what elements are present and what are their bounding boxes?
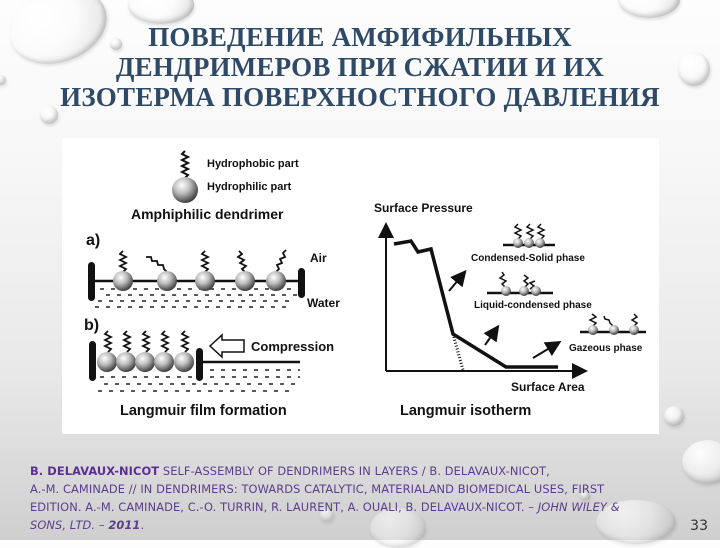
langmuir-figure: Hydrophobic part Hydrophilic part Amphip… xyxy=(62,138,659,434)
left-barrier xyxy=(88,262,95,301)
condensed-solid-icon xyxy=(503,223,555,248)
citation-publisher-cont: SONS, LTD xyxy=(30,518,92,532)
title-line-2: ДЕНДРИМЕРОВ ПРИ СЖАТИИ И ИХ xyxy=(115,52,605,82)
water-drop-decoration xyxy=(618,0,680,18)
citation-author: B. DELAVAUX-NICOT xyxy=(30,464,160,478)
air-label: Air xyxy=(310,251,327,265)
water-label: Water xyxy=(307,296,340,310)
citation-end: . xyxy=(140,518,145,532)
water-drop-decoration xyxy=(0,75,6,85)
citation-line-3: EDITION. A.-M. CAMINADE, C.-O. TURRIN, R… xyxy=(30,498,710,516)
liquid-condensed-icon xyxy=(487,271,553,296)
panel-a-trough xyxy=(88,249,305,308)
compression-arrow-icon xyxy=(208,333,245,359)
hydrophobic-label: Hydrophobic part xyxy=(207,158,299,170)
citation-line-3-text: EDITION. A.-M. CAMINADE, C.-O. TURRIN, R… xyxy=(30,500,538,514)
langmuir-film-caption: Langmuir film formation xyxy=(120,403,287,419)
gas-phase-arrow-icon xyxy=(532,340,562,359)
moving-barrier xyxy=(196,348,203,381)
citation-line-2: A.-M. CAMINADE // IN DENDRIMERS: TOWARDS… xyxy=(30,482,605,496)
figure-diagram: Hydrophobic part Hydrophilic part Amphip… xyxy=(84,150,646,419)
citation-publisher: JOHN WILEY & xyxy=(537,500,620,514)
x-axis-label: Surface Area xyxy=(511,380,585,394)
citation-line-1-text: SELF-ASSEMBLY OF DENDRIMERS IN LAYERS / … xyxy=(159,464,550,478)
right-barrier xyxy=(298,268,305,298)
water-drop-decoration xyxy=(320,508,334,522)
gazeous-icon xyxy=(580,313,646,335)
citation-year: 2011 xyxy=(108,518,141,532)
y-axis-label: Surface Pressure xyxy=(374,201,473,215)
water-drop-decoration xyxy=(110,38,122,50)
hydrophilic-label: Hydrophilic part xyxy=(207,181,292,193)
liquid-phase-arrow-icon xyxy=(483,324,500,346)
condensed-solid-label: Condensed-Solid phase xyxy=(471,253,585,264)
isotherm-axes xyxy=(378,222,588,379)
page-number: 33 xyxy=(690,518,708,534)
amphiphilic-dendrimer-caption: Amphiphilic dendrimer xyxy=(131,206,284,222)
citation-line-1: B. DELAVAUX-NICOT SELF-ASSEMBLY OF DENDR… xyxy=(30,462,710,480)
citation-line-4: SONS, LTD. – 2011. xyxy=(30,516,710,534)
langmuir-isotherm-caption: Langmuir isotherm xyxy=(400,403,531,419)
water-drop-decoration xyxy=(682,440,720,484)
water-drop-decoration xyxy=(596,500,676,544)
water-drop-decoration xyxy=(128,0,194,24)
citation: B. DELAVAUX-NICOT SELF-ASSEMBLY OF DENDR… xyxy=(30,462,710,534)
transition-marker xyxy=(451,333,465,371)
water-drop-decoration xyxy=(580,492,590,500)
water-drop-decoration xyxy=(40,106,58,124)
panel-b-trough xyxy=(89,330,300,392)
panel-b-label: b) xyxy=(84,317,99,334)
liquid-condensed-label: Liquid-condensed phase xyxy=(474,300,592,311)
title-line-1: ПОВЕДЕНИЕ АМФИФИЛЬНЫХ xyxy=(148,22,572,52)
isotherm-curve xyxy=(393,239,558,369)
left-barrier xyxy=(89,341,96,381)
slide-title: ПОВЕДЕНИЕ АМФИФИЛЬНЫХ ДЕНДРИМЕРОВ ПРИ СЖ… xyxy=(0,22,720,112)
title-line-3: ИЗОТЕРМА ПОВЕРХНОСТНОГО ДАВЛЕНИЯ xyxy=(60,82,660,112)
panel-a-label: a) xyxy=(86,232,100,249)
citation-separator: . – xyxy=(91,518,109,532)
compression-label: Compression xyxy=(251,339,334,354)
solid-phase-arrow-icon xyxy=(448,269,467,292)
water-drop-decoration xyxy=(664,406,684,426)
water-drop-decoration xyxy=(678,52,710,86)
amphiphilic-dendrimer-icon xyxy=(172,150,198,203)
gazeous-label: Gazeous phase xyxy=(569,343,643,354)
